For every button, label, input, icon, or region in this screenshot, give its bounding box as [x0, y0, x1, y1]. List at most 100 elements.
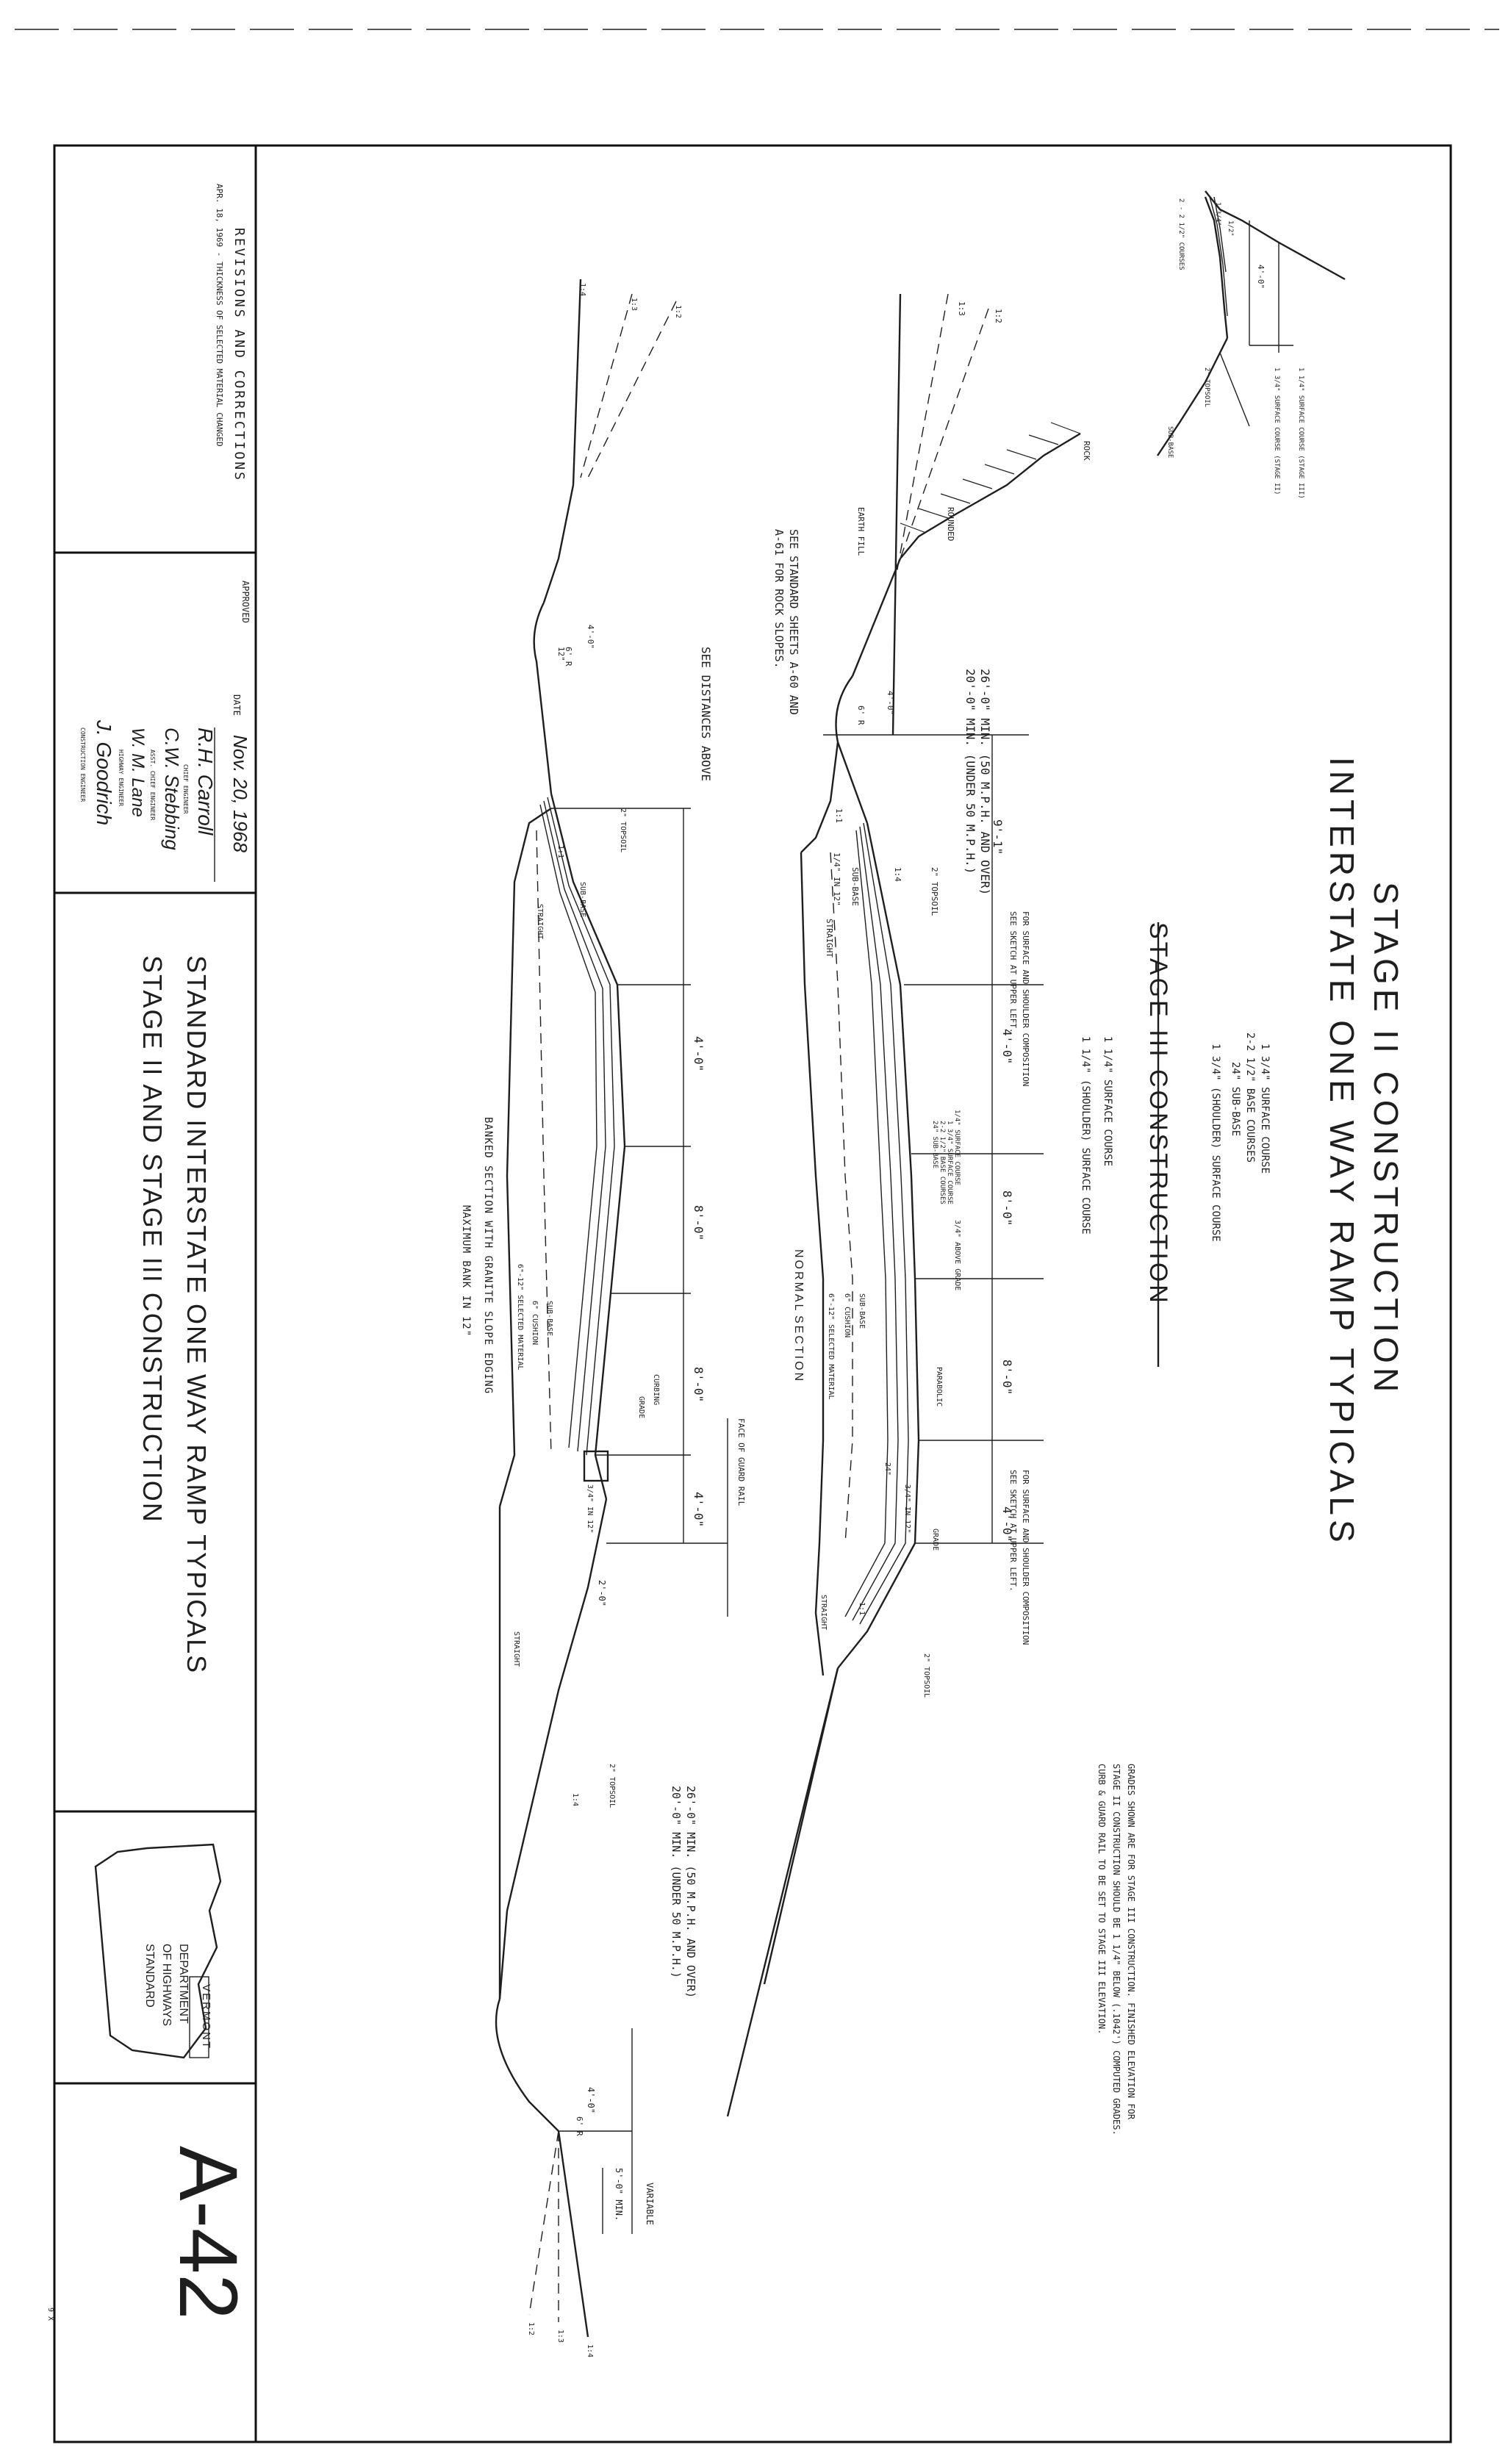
signature-chief: R.H. Carroll: [194, 728, 217, 836]
stage3-block: STAGE III CONSTRUCTION 1 1/4" SURFACE CO…: [1080, 922, 1172, 1367]
label-centre-straight: STRAIGHT: [819, 1595, 828, 1630]
role-construction: CONSTRUCTION ENGINEER: [79, 728, 86, 802]
banked-variable: VARIABLE: [645, 2183, 655, 2225]
left-fill-1-1: [851, 558, 902, 677]
left-slope-1-2: [900, 308, 989, 559]
label-courses-4: 24" SUB-BASE: [931, 1121, 938, 1168]
normal-course-line-1: [859, 822, 909, 1625]
detail-shoulder-line: [1204, 196, 1229, 339]
normal-course-line-3: [844, 830, 889, 1617]
detail-label-stage3: 1 1/4" SURFACE COURSE (STAGE III): [1297, 367, 1304, 499]
banked-left-slope-1-4: [572, 279, 582, 486]
stage2-course-2: 2-2 1/2" BASE COURSES: [1244, 1032, 1256, 1163]
date-label: DATE: [232, 694, 242, 716]
label-9ft: 9'-1": [991, 819, 1005, 855]
detail-label-stage2: 1 3/4" SURFACE COURSE (STAGE II): [1273, 367, 1280, 495]
banked-label-cushion: 6" CUSHION: [531, 1301, 539, 1345]
normal-section-name-1: NORMAL: [792, 1249, 805, 1312]
banked-label-grade: GRADE: [637, 1396, 645, 1418]
banked-right-1-2: 1:2: [527, 2322, 535, 2335]
banked-4ft-right: 4'-0": [692, 1492, 706, 1527]
vermont-label: VERMONT: [200, 1984, 212, 2050]
note-upper-right-2: SEE SKETCH AT UPPER LEFT.: [1008, 1470, 1018, 1592]
banked-label-12in: 12": [556, 647, 566, 661]
banked-left-slope-1-3: [580, 293, 633, 478]
detail-course-line-2: [1213, 196, 1227, 273]
label-parabolic: PARABOLIC: [935, 1367, 943, 1407]
left-slope-1-4: [891, 293, 902, 736]
banked-label-1-4: 1:4: [578, 283, 586, 296]
label-width-under50: 20'-0" MIN. (UNDER 50 M.P.H.): [963, 669, 977, 874]
label-centre-grade: GRADE: [931, 1529, 939, 1551]
role-highway: HIGHWAY ENGINEER: [118, 750, 124, 806]
label-normal-8ft-left: 8'-0": [1000, 1190, 1014, 1226]
label-centre-topsoil: 2" TOPSOIL: [922, 1653, 930, 1698]
label-normal-4ft: 4'-0": [886, 691, 895, 715]
agency-line-3: STANDARD: [143, 1944, 156, 2008]
grades-note-line2: STAGE II CONSTRUCTION SHOULD BE 1 1/4" B…: [1111, 1764, 1121, 2136]
banked-label-2ft: 2'-0": [597, 1580, 607, 1606]
banked-label-6r: 6' R: [564, 647, 573, 667]
right-subbase-edge: [814, 1612, 825, 1676]
banked-width-50mph: 26'-0" MIN. (50 M.P.H. AND OVER): [684, 1786, 697, 1998]
banked-section-name-2: MAXIMUM BANK IN 12": [460, 1205, 472, 1337]
banked-section: SEE DISTANCES ABOVE 4'-0" 8'-0" 8'-0" 4'…: [460, 279, 746, 2357]
banked-right-6r: 6' R: [575, 2116, 584, 2136]
stage3-course-2: 1 1/4" (SHOULDER) SURFACE COURSE: [1080, 1036, 1091, 1235]
label-centre-subbase: SUB-BASE: [858, 1293, 866, 1329]
banked-right-slope-1-2: [528, 2130, 559, 2316]
banked-left-shoulder: [533, 602, 553, 794]
label-normal-1-3: 1:3: [957, 301, 966, 316]
banked-right-4ft: 4'-0": [586, 2087, 596, 2113]
signature-highway: W. M. Lane: [128, 728, 148, 817]
banked-label-subbase-left: SUB-BASE: [578, 882, 586, 917]
label-normal-8ft-right: 8'-0": [1000, 1359, 1014, 1395]
label-normal-4ft-right: 4'-0": [1000, 1506, 1014, 1542]
banked-label-1-2: 1:2: [674, 305, 682, 318]
note-upper-left-2: SEE SKETCH AT UPPER LEFT.: [1008, 911, 1018, 1033]
label-courses-1: 1/4" SURFACE COURSE: [953, 1110, 961, 1185]
label-courses-3: 2-2 1/2" BASE COURSES: [938, 1121, 946, 1204]
sheet-frame: [15, 29, 1499, 2443]
role-asst: ASST. CHIEF ENGINEER: [149, 750, 156, 821]
detail-label-width: 4'-0": [1256, 265, 1266, 289]
banked-label-slope: 3/4" IN 12": [586, 1484, 594, 1533]
banked-label-1-1-left: 1:1: [556, 845, 564, 858]
label-centre-cushion: 6" CUSHION: [843, 1293, 851, 1337]
right-fill-slope-1-4: [726, 1667, 839, 2117]
label-normal-1-4: 1:4: [893, 867, 902, 882]
detail-label-topsoil: 2" TOPSOIL: [1203, 367, 1210, 407]
rock-hatch: [900, 422, 1081, 534]
label-width-50mph: 26'-0" MIN. (50 M.P.H. AND OVER): [978, 669, 992, 895]
grades-note-line3: CURB & GUARD RAIL TO BE SET TO STAGE III…: [1097, 1764, 1107, 2034]
banked-course-line-2: [543, 800, 606, 1452]
left-rounded-shoulder: [835, 675, 869, 824]
normal-section-name-2: SECTION: [792, 1315, 805, 1383]
revisions-heading: REVISIONS AND CORRECTIONS: [232, 228, 247, 482]
left-subgrade: [800, 741, 839, 853]
banked-5ft-min: 5'-0" MIN.: [614, 2168, 624, 2221]
banked-label-selected: 6"-12" SELECTED MATERIAL: [516, 1264, 524, 1371]
rock-note-line2: A-61 FOR ROCK SLOPES.: [772, 529, 786, 669]
label-rounded: ROUNDED: [946, 507, 955, 541]
left-slope-1-3: [896, 293, 949, 574]
normal-subbase-bottom: [800, 852, 825, 1614]
detail-label-134: 1 3/4": [1214, 202, 1221, 226]
banked-cushion-line: [536, 830, 552, 1456]
revision-entry: APR. 18, 1969 - THICKNESS OF SELECTED MA…: [215, 184, 224, 447]
label-normal-6r: 6' R: [856, 705, 866, 725]
banked-8ft-left: 8'-0": [692, 1205, 706, 1240]
sheet-title-line2: INTERSTATE ONE WAY RAMP TYPICALS: [1323, 757, 1361, 1547]
footnote-mark: 9 X: [46, 2307, 54, 2321]
agency-line-2: OF HIGHWAYS: [160, 1944, 173, 2026]
signature-asst: C.W. Stebbing: [161, 728, 183, 850]
sheet-title-line1: STAGE II CONSTRUCTION: [1367, 882, 1405, 1396]
label-centre-above-grade: 3/4" ABOVE GRADE: [953, 1220, 961, 1290]
title-block: REVISIONS AND CORRECTIONS APR. 18, 1969 …: [46, 184, 254, 2321]
banked-subbase-bottom: [498, 808, 552, 1507]
detail-course-line-1: [1209, 196, 1228, 317]
label-centre-selected: 6"-12" SELECTED MATERIAL: [827, 1293, 835, 1400]
banked-curb: [583, 1450, 609, 1482]
label-centre-slope: 3/4" IN 12": [903, 1484, 911, 1533]
